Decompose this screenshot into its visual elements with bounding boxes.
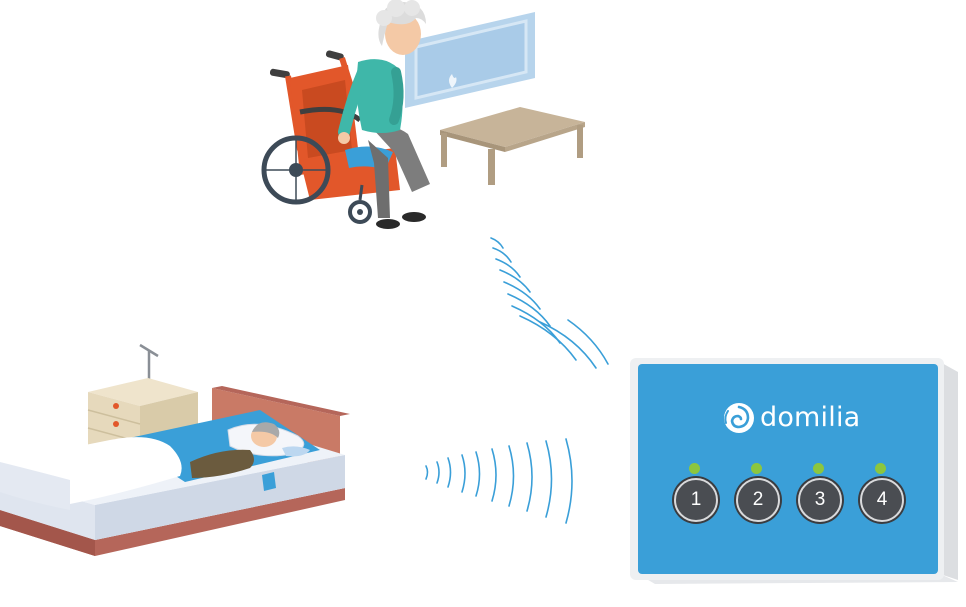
- status-led-3: [813, 463, 824, 474]
- window: [405, 12, 535, 108]
- device-button-3[interactable]: 3: [798, 478, 842, 522]
- signal-waves-bottom: [425, 438, 573, 524]
- device-button-4[interactable]: 4: [860, 478, 904, 522]
- status-led-4: [875, 463, 886, 474]
- brand-name: domilia: [760, 402, 861, 433]
- status-led-2: [751, 463, 762, 474]
- domilia-logo-icon: [724, 403, 754, 433]
- side-table: [440, 107, 585, 185]
- domilia-device: [630, 358, 958, 584]
- device-button-2[interactable]: 2: [736, 478, 780, 522]
- wheelchair: [261, 50, 400, 224]
- elderly-person-standing: [338, 0, 430, 229]
- signal-waves-top: [490, 237, 609, 369]
- device-button-1[interactable]: 1: [674, 478, 718, 522]
- bed: [0, 386, 350, 556]
- status-led-1: [689, 463, 700, 474]
